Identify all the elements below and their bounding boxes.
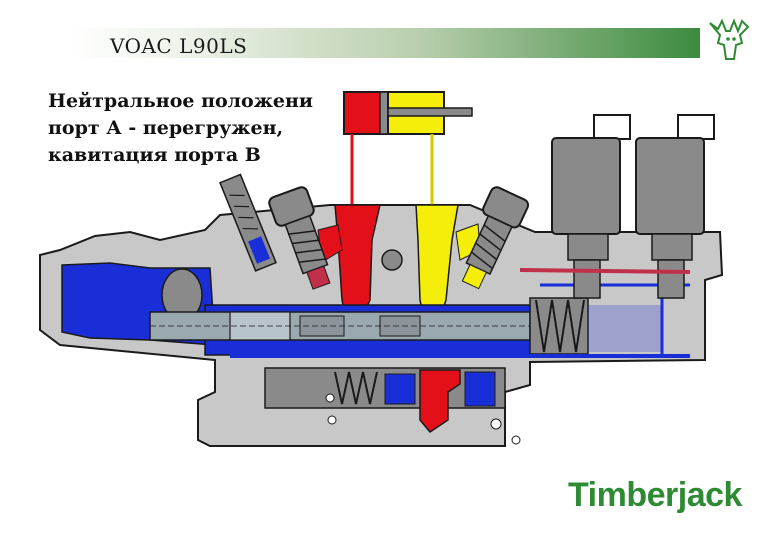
caption-line-3: кавитация порта В [48,144,261,166]
port-a-relief-valve [268,186,331,290]
title-bar [70,28,700,58]
lower-red-chamber [419,369,461,433]
moose-head-icon [709,18,750,60]
solenoid-left [551,114,631,299]
solenoid-right [635,114,715,299]
spool-return-spring [529,297,589,355]
pilot-check-valve [219,173,277,272]
pilot-line [519,268,691,274]
port-b-relief-valve [461,186,530,290]
caption-line-2: порт А - перегружен, [48,117,284,139]
caption-line-1: Нейтральное положени [48,90,313,112]
return-channel-right [588,305,662,352]
brand-logo-text: Timberjack [568,476,742,514]
cylinder-rod [387,107,473,117]
slide-title: VOAC L90LS [110,34,248,58]
main-spool [149,311,531,341]
cylinder-piston [379,91,389,135]
caption: Нейтральное положени порт А - перегружен… [48,88,348,169]
